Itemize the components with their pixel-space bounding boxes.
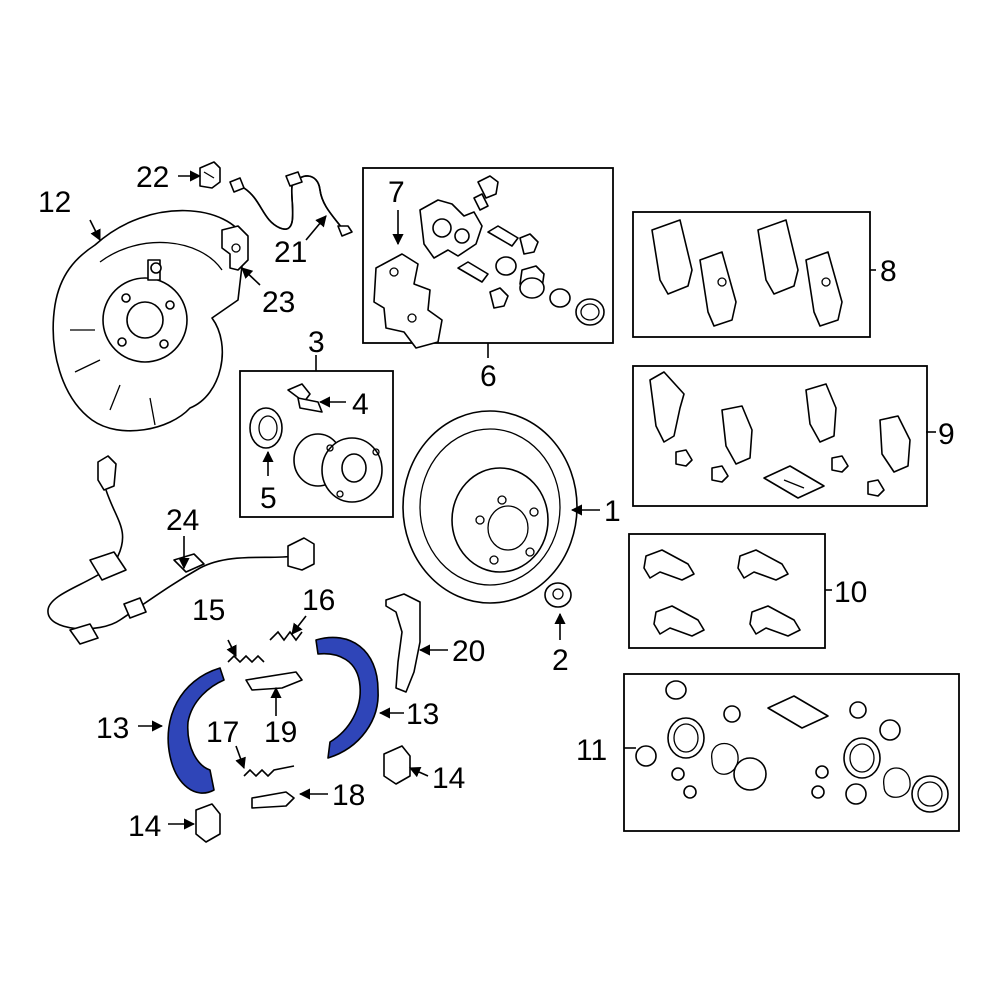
caliper-repair-kit-box xyxy=(623,673,960,832)
callout-24: 24 xyxy=(166,504,199,537)
callout-14-left: 14 xyxy=(128,810,161,843)
anti-squeal-box xyxy=(632,365,928,507)
callout-22: 22 xyxy=(136,161,169,194)
caliper-assembly xyxy=(373,175,605,349)
callout-11: 11 xyxy=(576,734,607,767)
clip-23 xyxy=(221,225,249,271)
callout-18: 18 xyxy=(332,779,365,812)
springs-and-hardware xyxy=(227,630,303,809)
callout-9: 9 xyxy=(938,418,955,451)
callout-23: 23 xyxy=(262,286,295,319)
callout-15: 15 xyxy=(192,594,225,627)
brake-shoe-right xyxy=(315,636,379,759)
hardware-kit-box xyxy=(628,533,826,649)
hardware-clips-10 xyxy=(643,549,801,637)
brake-hose xyxy=(229,171,353,237)
callout-13-left: 13 xyxy=(96,712,129,745)
leader-lines xyxy=(89,170,936,830)
shoe-left-body xyxy=(167,667,225,794)
holder-14-right xyxy=(383,745,411,785)
callout-20: 20 xyxy=(452,635,485,668)
callout-7: 7 xyxy=(388,176,405,209)
hub-bearing xyxy=(249,383,383,503)
callout-6: 6 xyxy=(480,360,497,393)
callout-12: 12 xyxy=(38,186,71,219)
callout-4: 4 xyxy=(352,388,369,421)
callout-8: 8 xyxy=(880,255,897,288)
callout-19: 19 xyxy=(264,716,297,749)
bracket-22 xyxy=(199,161,221,189)
holder-14-left xyxy=(195,803,221,843)
abs-sensor-harness xyxy=(47,455,315,645)
callout-13-right: 13 xyxy=(406,698,439,731)
brake-pads-8 xyxy=(651,219,843,327)
callout-14-right: 14 xyxy=(432,762,465,795)
callout-2: 2 xyxy=(552,644,569,677)
callout-10: 10 xyxy=(834,576,867,609)
callout-labels: 12 22 21 23 7 6 8 9 10 11 3 4 5 1 2 24 1… xyxy=(38,161,955,843)
callout-5: 5 xyxy=(260,482,277,515)
callout-21: 21 xyxy=(274,236,307,269)
shoe-right-body xyxy=(315,636,379,759)
brake-shoe-left xyxy=(167,667,225,794)
backing-plate xyxy=(52,209,246,432)
caliper-seals-11 xyxy=(635,680,949,813)
anti-squeal-shims-9 xyxy=(649,371,911,499)
callout-16: 16 xyxy=(302,584,335,617)
callout-1: 1 xyxy=(604,495,621,528)
plug-2 xyxy=(544,582,572,608)
callout-3: 3 xyxy=(308,326,325,359)
lever-20 xyxy=(385,593,421,693)
brake-rotor xyxy=(402,410,578,604)
brake-pad-box xyxy=(632,211,871,338)
callout-17: 17 xyxy=(206,716,239,749)
